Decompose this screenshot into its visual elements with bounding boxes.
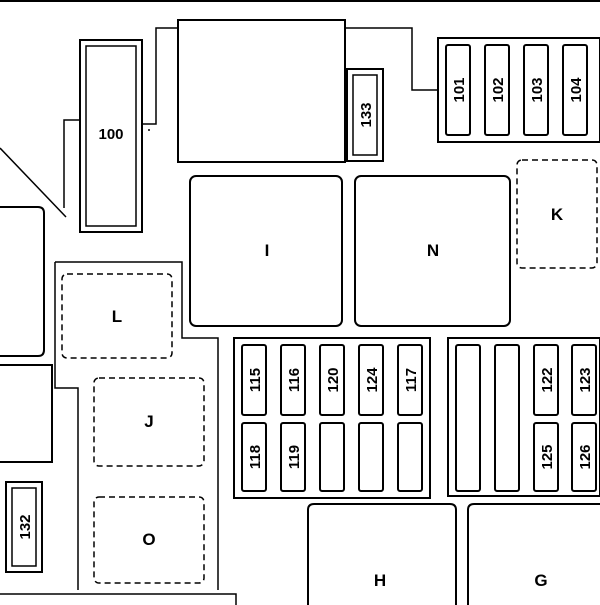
fuse-102: 102 — [484, 44, 510, 136]
fuse-slot-empty — [319, 422, 345, 492]
relay-J: J — [93, 377, 205, 467]
relay-N-label: N — [427, 241, 439, 260]
relay-O: O — [93, 496, 205, 584]
fuse-117-label: 117 — [403, 368, 420, 392]
fuse-119: 119 — [280, 422, 306, 492]
fuse-104-label: 104 — [568, 77, 585, 103]
fuse-125: 125 — [533, 422, 559, 492]
relay-N: N — [354, 175, 511, 327]
fuse-100: 100 — [79, 39, 143, 233]
fuse-115-label: 115 — [247, 368, 264, 392]
relay-L: L — [61, 273, 173, 359]
fuse-group-right: 122 123 125 126 — [447, 337, 600, 497]
relay-J-label: J — [144, 412, 153, 431]
fuse-123-label: 123 — [577, 367, 594, 392]
fuse-123: 123 — [571, 344, 597, 416]
fuse-125-label: 125 — [539, 444, 556, 469]
fuse-132: 132 — [5, 481, 43, 573]
fuse-122-label: 122 — [539, 367, 556, 392]
fuse-120-label: 120 — [325, 367, 342, 392]
fuse-slot-tall — [494, 344, 520, 492]
fuse-slot-tall — [455, 344, 481, 492]
fuse-101-label: 101 — [451, 77, 468, 102]
fuse-122: 122 — [533, 344, 559, 416]
fuse-group-101-104: 101 102 103 104 — [437, 37, 600, 143]
fuse-103: 103 — [523, 44, 549, 136]
fuse-102-label: 102 — [490, 77, 507, 102]
top-block — [177, 19, 346, 163]
relay-H-label: H — [374, 571, 386, 590]
fuse-103-label: 103 — [529, 77, 546, 102]
fuse-126: 126 — [571, 422, 597, 492]
relay-I: I — [189, 175, 343, 327]
relay-K: K — [516, 159, 598, 269]
fuse-118-label: 118 — [247, 445, 264, 469]
fuse-120: 120 — [319, 344, 345, 416]
relay-K-label: K — [551, 205, 564, 224]
fuse-124-label: 124 — [364, 367, 381, 393]
fuse-slot-empty — [358, 422, 384, 492]
fuse-119-label: 119 — [286, 445, 303, 469]
relay-I-label: I — [265, 241, 270, 260]
fuse-slot-empty — [397, 422, 423, 492]
fuse-133: 133 — [346, 68, 384, 162]
fuse-group-middle: 115 116 120 124 117 118 119 — [233, 337, 431, 499]
relay-H: H — [307, 503, 457, 605]
fuse-117: 117 — [397, 344, 423, 416]
fuse-132-label: 132 — [17, 514, 34, 539]
fuse-101: 101 — [445, 44, 471, 136]
fuse-115: 115 — [241, 344, 267, 416]
fuse-133-label: 133 — [358, 102, 375, 127]
fuse-100-label: 100 — [98, 126, 123, 143]
relay-G-label: G — [534, 571, 547, 590]
relay-G: G — [467, 503, 600, 605]
fuse-118: 118 — [241, 422, 267, 492]
relay-O-label: O — [142, 530, 155, 549]
fuse-116: 116 — [280, 344, 306, 416]
fuse-104: 104 — [562, 44, 588, 136]
fuse-126-label: 126 — [577, 444, 594, 469]
fuse-116-label: 116 — [286, 368, 303, 392]
relay-L-label: L — [112, 307, 122, 326]
fuse-124: 124 — [358, 344, 384, 416]
